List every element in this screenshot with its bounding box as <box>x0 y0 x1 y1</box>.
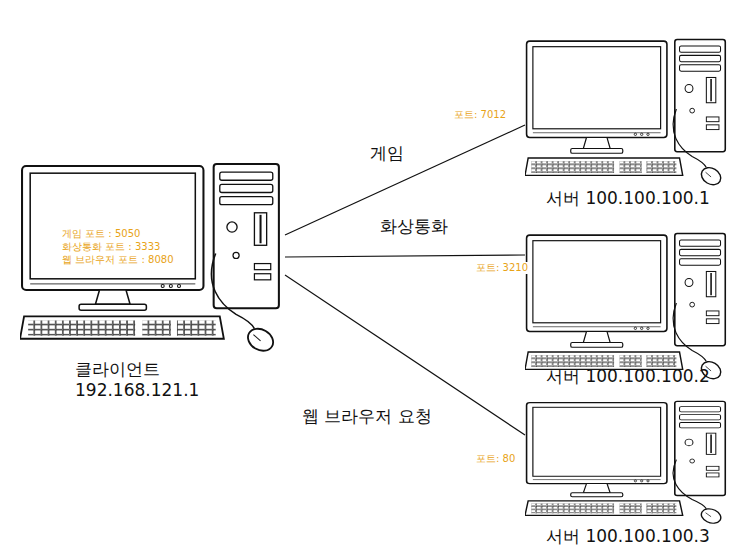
computer-label: 서버 100.100.100.1 <box>546 188 710 209</box>
computer-drawing <box>525 40 725 188</box>
screen-port-text: 웹 브라우저 포트 : 8080 <box>62 254 174 267</box>
computer-drawing <box>525 234 725 382</box>
port-label: 포트: 80 <box>475 453 516 465</box>
computer-drawing <box>20 164 279 355</box>
connection-label: 게임 <box>368 143 406 163</box>
connection-label: 화상통화 <box>378 216 450 236</box>
computer-label: 서버 100.100.100.2 <box>546 366 710 387</box>
computer-illustration <box>525 38 730 188</box>
client-computer: 게임 포트 : 5050화상통화 포트 : 3333웹 브라우저 포트 : 80… <box>20 162 285 407</box>
server-computer: 포트: 80서버 100.100.100.3 <box>525 400 730 552</box>
screen-port-text: 화상통화 포트 : 3333 <box>62 241 160 254</box>
screen-port-text: 게임 포트 : 5050 <box>62 228 140 241</box>
port-label: 포트: 3210 <box>475 262 529 274</box>
connection-line <box>285 275 525 435</box>
computer-illustration <box>525 232 730 382</box>
computer-label: 서버 100.100.100.3 <box>546 526 710 547</box>
server-computer: 포트: 7012서버 100.100.100.1 <box>525 38 730 213</box>
computer-illustration <box>525 400 730 526</box>
port-label: 포트: 7012 <box>453 109 507 121</box>
connection-label: 웹 브라우저 요청 <box>300 406 434 426</box>
computer-drawing <box>525 401 725 526</box>
server-computer: 포트: 3210서버 100.100.100.2 <box>525 232 730 397</box>
computer-label: 클라이언트 192.168.121.1 <box>75 359 205 402</box>
connection-line <box>285 255 525 257</box>
